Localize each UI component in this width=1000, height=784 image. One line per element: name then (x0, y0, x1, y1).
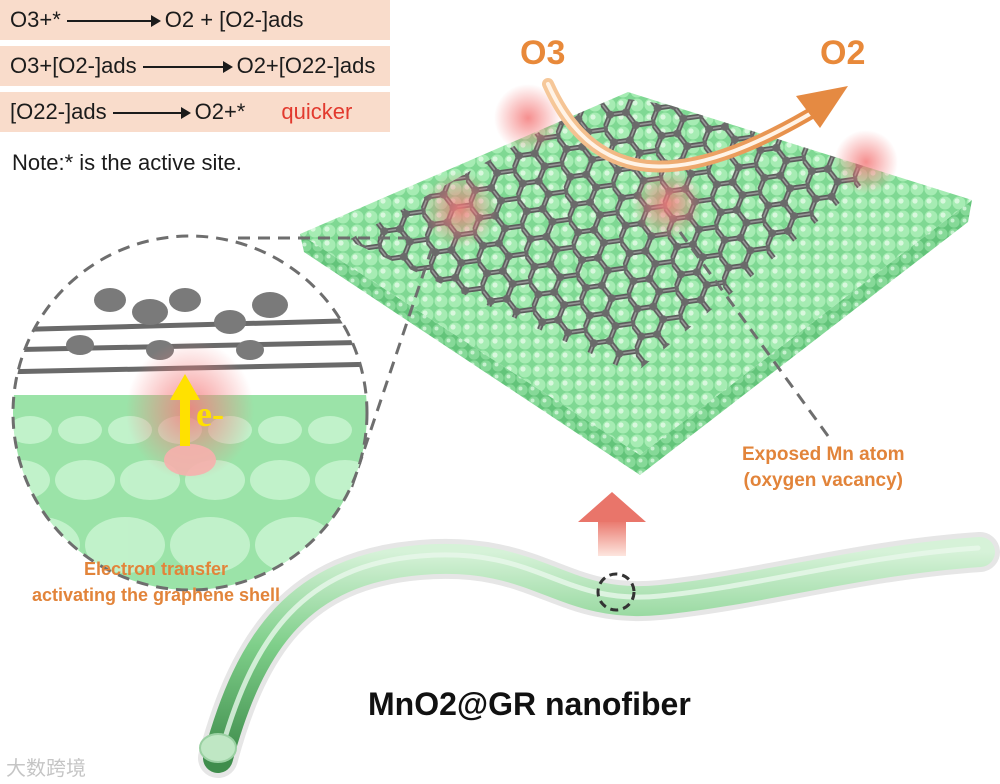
electron-transfer-callout: Electron transfer activating the graphen… (6, 556, 306, 608)
active-site-glow (834, 130, 898, 194)
o2-label: O2 (820, 34, 866, 72)
active-site-glow (632, 168, 704, 240)
reaction-row-1: O3+* O2 + [O2-]ads (0, 0, 390, 40)
zoom-up-arrow-shaft (598, 520, 626, 556)
reaction-arrow-icon (142, 61, 233, 73)
nanofiber-end-cap (199, 733, 237, 763)
exposed-mn-line1: Exposed Mn atom (742, 444, 905, 465)
zoom-up-arrow-head (578, 492, 646, 522)
reaction-lhs: O3+[O2-]ads (10, 53, 137, 78)
zoom-circle-outline (11, 234, 369, 592)
mno2-slab-right-face (640, 200, 972, 475)
figure-title: MnO2@GR nanofiber (368, 686, 691, 722)
electron-label: e- (196, 394, 224, 434)
active-site-note: Note:* is the active site. (12, 150, 242, 175)
reaction-row-2: O3+[O2-]ads O2+[O22-]ads (0, 46, 390, 86)
mno2-slab-left-face (300, 234, 640, 475)
watermark: 大数跨境 (6, 758, 86, 780)
electron-arrow-head (170, 374, 200, 400)
reaction-arrow-icon (112, 107, 191, 119)
active-site-glow (494, 84, 562, 152)
quicker-label: quicker (281, 99, 353, 124)
fiber-zoom-marker (596, 572, 636, 612)
exposed-mn-pointer (678, 231, 830, 437)
exposed-mn-callout: Exposed Mn atom (oxygen vacancy) (742, 442, 905, 494)
electron-transfer-line1: Electron transfer (83, 559, 229, 579)
electron-transfer-line2: activating the graphene shell (31, 585, 281, 605)
exposed-mn-line2: (oxygen vacancy) (743, 470, 904, 491)
reaction-rhs: O2+* (194, 99, 246, 124)
zoom-connector (348, 247, 434, 493)
electron-arrow-shaft (180, 398, 190, 446)
reaction-arrow-head (796, 86, 848, 128)
graphene-sheet (348, 95, 915, 374)
reaction-lhs: [O22-]ads (10, 99, 107, 124)
reaction-arrow-icon (66, 15, 161, 27)
o3-label: O3 (520, 34, 566, 72)
active-site-glow (422, 172, 498, 248)
reaction-rhs: O2+[O22-]ads (236, 53, 376, 78)
reaction-row-3: [O22-]ads O2+* quicker (0, 92, 390, 132)
reaction-lhs: O3+* (10, 7, 61, 32)
reaction-rhs: O2 + [O2-]ads (164, 7, 304, 32)
